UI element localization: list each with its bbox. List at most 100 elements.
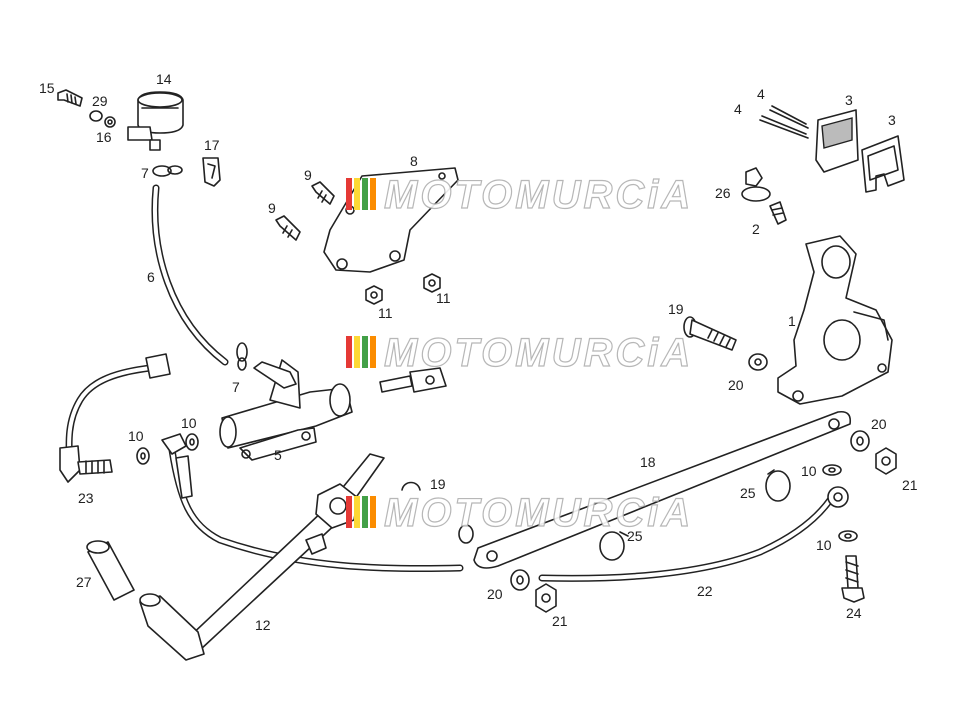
hose-6-part <box>151 184 229 366</box>
label-10-b: 10 <box>181 415 197 431</box>
label-16: 16 <box>96 129 112 145</box>
watermark-stripe <box>346 178 352 210</box>
nut-21-b-part <box>535 583 557 613</box>
label-26: 26 <box>715 185 731 201</box>
label-11-right: 11 <box>436 290 451 306</box>
watermark-stripe <box>370 336 376 368</box>
label-29: 29 <box>92 93 108 109</box>
label-5: 5 <box>274 447 282 463</box>
reservoir-part <box>127 91 184 151</box>
label-20-lower: 20 <box>487 586 503 602</box>
clip-19-lower-part <box>401 481 421 491</box>
label-24: 24 <box>846 605 862 621</box>
rod-18-part <box>473 410 852 569</box>
label-4-a: 4 <box>734 101 742 117</box>
bolt-24-part <box>841 555 865 603</box>
watermark-stripe <box>370 496 376 528</box>
pedal-rubber-27-part <box>86 540 135 601</box>
washer-10-c-part <box>822 464 842 476</box>
label-10-a: 10 <box>128 428 144 444</box>
label-2: 2 <box>752 221 760 237</box>
washer-10-b-part <box>185 433 199 451</box>
pad-3-b-part <box>861 135 905 193</box>
label-19-lower: 19 <box>430 476 446 492</box>
watermark-stripe <box>354 336 360 368</box>
watermark-stripe <box>362 178 368 210</box>
label-3-a: 3 <box>845 92 853 108</box>
label-20-right: 20 <box>871 416 887 432</box>
watermark-bottom: MOTOMURCiA <box>346 490 693 536</box>
master-cylinder-part <box>219 359 353 461</box>
label-9-top: 9 <box>304 167 312 183</box>
label-21-lower: 21 <box>552 613 568 629</box>
label-7-top: 7 <box>141 165 149 181</box>
watermark-stripe <box>362 336 368 368</box>
watermark-top: MOTOMURCiA <box>346 172 693 218</box>
label-17: 17 <box>204 137 220 153</box>
label-3-b: 3 <box>888 112 896 128</box>
nut-11-left-part <box>365 285 383 305</box>
label-4-b: 4 <box>757 86 765 102</box>
label-20-upper: 20 <box>728 377 744 393</box>
label-1: 1 <box>788 313 796 329</box>
clip-17-part <box>202 157 221 187</box>
clamp-25-b-part <box>599 531 629 561</box>
pin-4-b-part <box>769 105 809 129</box>
clamp-7-bottom-part <box>236 342 248 371</box>
label-10-c: 10 <box>801 463 817 479</box>
label-14: 14 <box>156 71 172 87</box>
bleeder-2-part <box>769 201 787 225</box>
pushrod-part <box>379 367 447 393</box>
label-10-d: 10 <box>816 537 832 553</box>
washer-20-a-part <box>748 353 768 371</box>
screw-15-part <box>57 89 83 107</box>
screw-9-top-part <box>311 181 335 205</box>
caliper-1-part <box>777 235 893 405</box>
bolt-19-upper-part <box>683 316 737 351</box>
watermark-text: MOTOMURCiA <box>384 491 693 535</box>
washer-10-d-part <box>838 530 858 542</box>
label-25-lower: 25 <box>627 528 643 544</box>
washer-10-a-part <box>136 447 150 465</box>
label-25-upper: 25 <box>740 485 756 501</box>
watermark-text: MOTOMURCiA <box>384 331 693 375</box>
washer-20-b-part <box>850 430 870 452</box>
label-8: 8 <box>410 153 418 169</box>
brake-line-22-part <box>161 433 849 582</box>
spacer-lower-part <box>458 524 474 544</box>
watermark-stripe <box>346 336 352 368</box>
clamp-25-a-part <box>765 469 791 502</box>
label-22: 22 <box>697 583 713 599</box>
watermark-middle: MOTOMURCiA <box>346 330 693 376</box>
watermark-stripe <box>354 178 360 210</box>
watermark-stripe <box>354 496 360 528</box>
label-23: 23 <box>78 490 94 506</box>
screw-9-lower-part <box>275 215 301 241</box>
pedal-12-part <box>139 453 385 661</box>
nut-11-right-part <box>423 273 441 293</box>
label-15: 15 <box>39 80 55 96</box>
watermark-text: MOTOMURCiA <box>384 173 693 217</box>
cap-26-part <box>741 167 771 202</box>
label-21-right: 21 <box>902 477 918 493</box>
washer-20-c-part <box>510 569 530 591</box>
nut-21-a-part <box>875 447 897 475</box>
label-11-left: 11 <box>378 305 393 321</box>
bushing-29-part <box>89 110 103 122</box>
brake-line-23-part <box>59 353 171 483</box>
label-27: 27 <box>76 574 92 590</box>
label-12: 12 <box>255 617 271 633</box>
watermark-stripe <box>362 496 368 528</box>
watermark-stripe <box>370 178 376 210</box>
pin-4-a-part <box>759 115 809 139</box>
label-6: 6 <box>147 269 155 285</box>
watermark-stripe <box>346 496 352 528</box>
label-18: 18 <box>640 454 656 470</box>
clamp-7-top-part <box>152 165 183 177</box>
pad-3-a-part <box>815 109 859 173</box>
washer-16-part <box>104 116 116 128</box>
label-7-bottom: 7 <box>232 379 240 395</box>
label-19-upper: 19 <box>668 301 684 317</box>
label-9-lower: 9 <box>268 200 276 216</box>
